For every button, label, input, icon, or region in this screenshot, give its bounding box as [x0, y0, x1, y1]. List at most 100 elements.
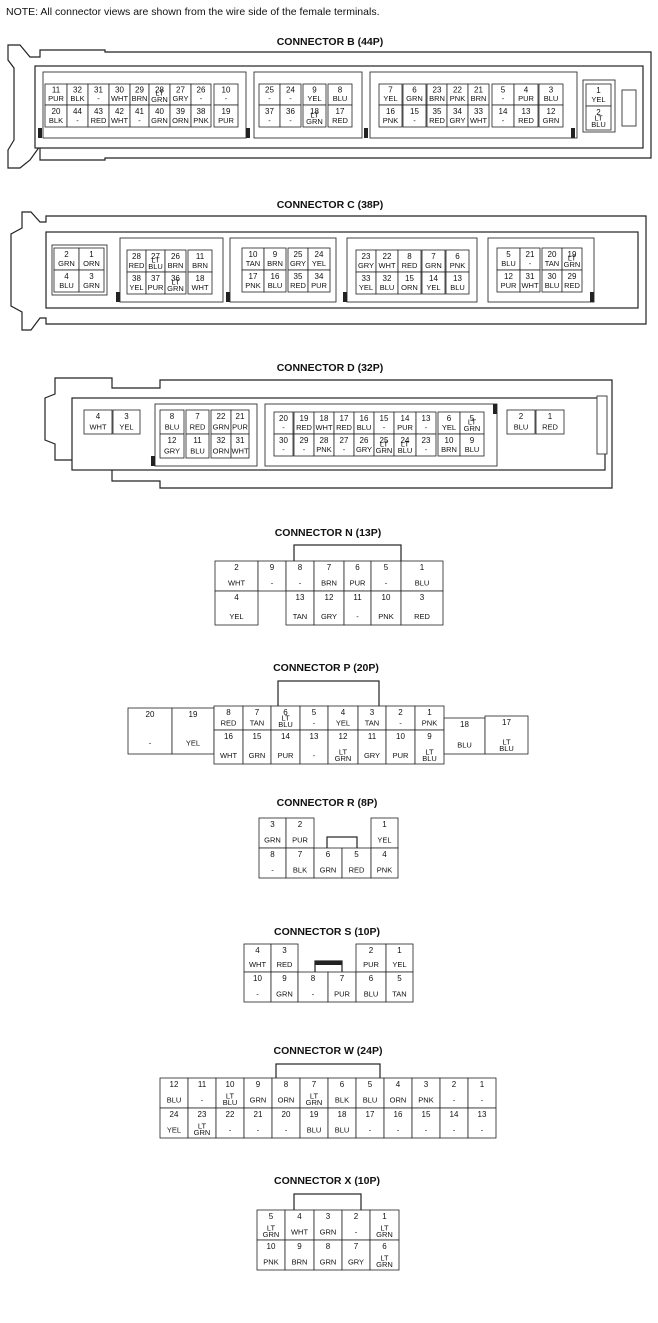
- pin-wire-color: WHT: [470, 116, 487, 125]
- pin-number: 10: [396, 732, 405, 741]
- pin-number: 14: [281, 732, 290, 741]
- pin-number: 15: [380, 414, 389, 423]
- pin-wire-color: PUR: [48, 94, 64, 103]
- pin-number: 4: [396, 1080, 401, 1089]
- pin-number: 4: [255, 946, 260, 955]
- pin-number: 16: [360, 414, 369, 423]
- pin-number: 4: [297, 1212, 302, 1221]
- pin-box: [327, 971, 357, 1003]
- pin-wire-color: YEL: [312, 259, 326, 268]
- pin-number: 6: [369, 974, 374, 983]
- pin-wire-color: -: [268, 94, 271, 103]
- pin-number: 26: [360, 436, 369, 445]
- pin-wire-color: PUR: [518, 94, 534, 103]
- pin-number: 22: [226, 1110, 235, 1119]
- pin-box: [369, 1209, 400, 1241]
- pin-cell-b-37: 37-: [258, 104, 281, 128]
- pin-box: [213, 729, 244, 765]
- pin-box: [397, 271, 422, 295]
- pin-cell-b-5: 5-: [491, 83, 515, 106]
- pin-box: [279, 104, 302, 128]
- pin-wire-color: -: [138, 116, 141, 125]
- pin-wire-color: RED: [542, 423, 558, 432]
- pin-box: [284, 1239, 315, 1271]
- pin-box: [484, 715, 529, 755]
- pin-number: 9: [297, 1242, 302, 1251]
- pin-number: 1: [548, 412, 553, 421]
- pin-number: 3: [282, 946, 287, 955]
- pin-wire-color: ORN: [83, 259, 100, 268]
- pin-wire-color: GRN: [335, 754, 352, 763]
- pin-wire-color: LT: [310, 111, 319, 120]
- pin-number: 16: [386, 107, 395, 116]
- pin-number: 32: [73, 85, 82, 94]
- pin-box: [271, 1077, 301, 1109]
- pin-wire-color: LT: [401, 440, 410, 449]
- pin-number: 2: [354, 1212, 359, 1221]
- pin-wire-color: BLK: [70, 94, 84, 103]
- pin-wire-color: YEL: [383, 94, 397, 103]
- pin-number: 17: [249, 272, 258, 281]
- pin-wire-color: GRN: [425, 261, 442, 270]
- pin-number: 36: [171, 274, 180, 283]
- pin-wire-color: PNK: [450, 261, 465, 270]
- pin-wire-color: BLK: [335, 1096, 349, 1105]
- pin-wire-color: -: [299, 579, 302, 588]
- pin-box: [357, 705, 387, 731]
- connector-p-key: [277, 680, 380, 710]
- pin-number: 8: [407, 252, 412, 261]
- pin-number: 4: [382, 850, 387, 859]
- pin-wire-color: YEL: [336, 719, 350, 728]
- pin-wire-color: ORN: [390, 1096, 407, 1105]
- pin-wire-color: ORN: [213, 447, 230, 456]
- pin-cell-b-36: 36-: [279, 104, 302, 128]
- connector-n-key: [293, 544, 402, 563]
- pin-wire-color: YEL: [129, 283, 143, 292]
- pin-wire-color: GRN: [264, 836, 281, 845]
- pin-number: 3: [370, 708, 375, 717]
- pin-box: [561, 269, 583, 293]
- pin-wire-color: YEL: [307, 94, 321, 103]
- pin-wire-color: ORN: [401, 283, 418, 292]
- pin-box: [171, 707, 215, 755]
- pin-number: 4: [524, 85, 529, 94]
- pin-number: 12: [547, 107, 556, 116]
- pin-wire-color: GRN: [306, 117, 323, 126]
- pin-wire-color: YEL: [377, 836, 391, 845]
- pin-box: [285, 817, 315, 849]
- pin-wire-color: RED: [221, 719, 237, 728]
- pin-box: [285, 560, 315, 592]
- pin-number: 12: [504, 272, 513, 281]
- pin-wire-color: LT: [226, 1092, 235, 1101]
- pin-cell-d-15: 15-: [373, 411, 395, 435]
- pin-wire-color: LT: [380, 1224, 389, 1233]
- pin-cell-c-21: 21-: [519, 247, 541, 271]
- pin-cell-b-41: 41-: [129, 104, 150, 128]
